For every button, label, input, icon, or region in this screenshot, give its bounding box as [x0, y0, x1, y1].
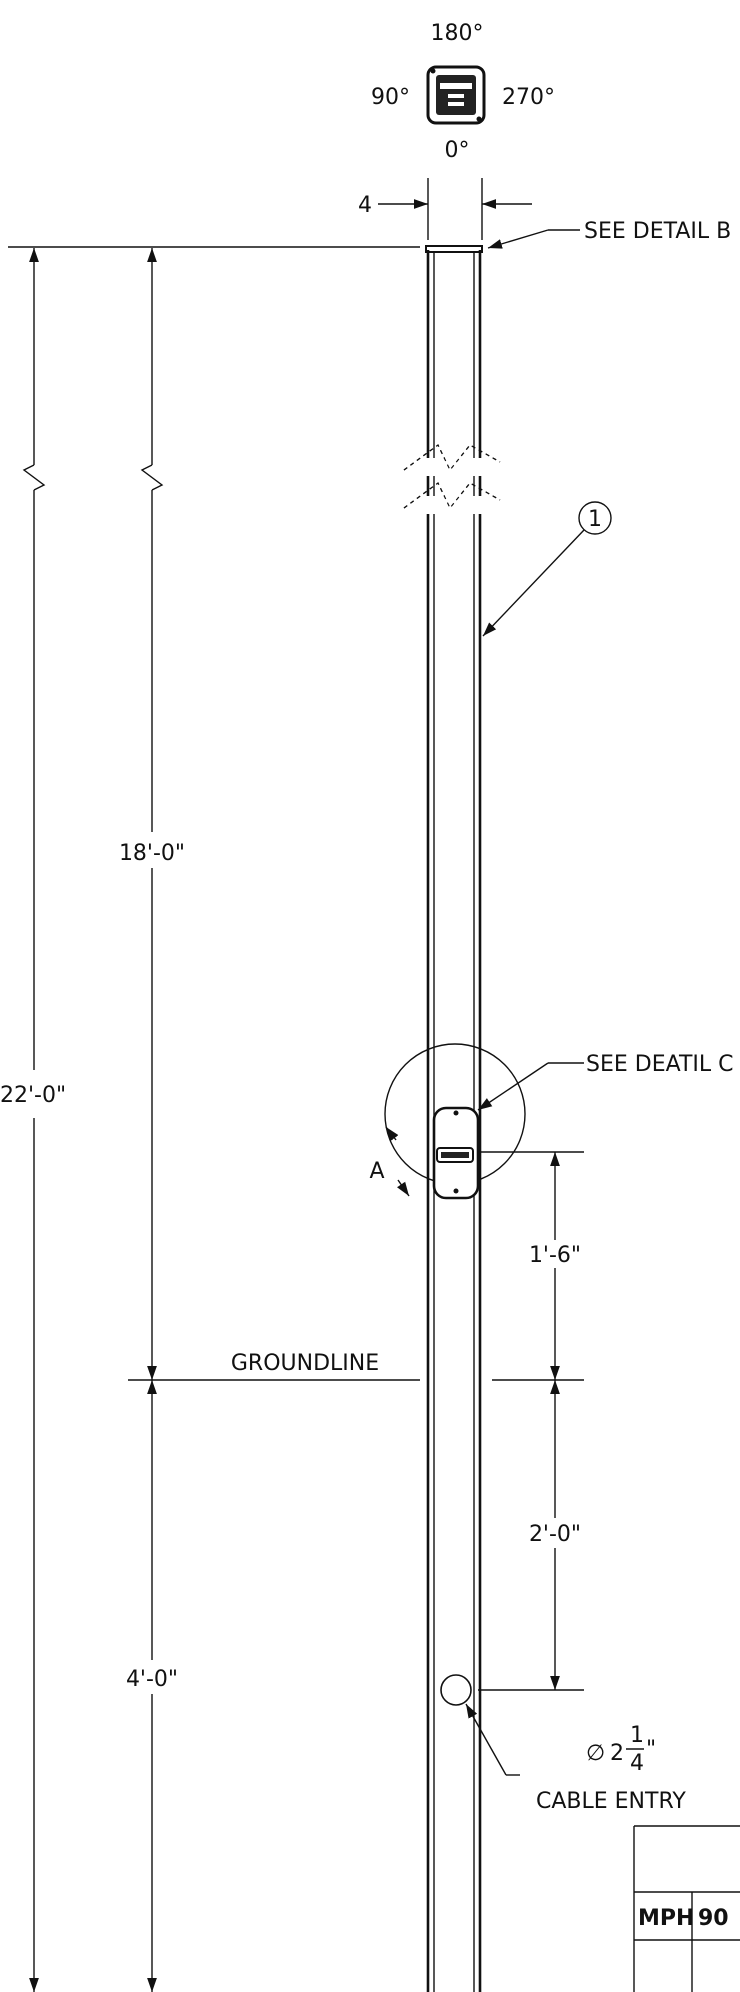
detail-b-label: SEE DETAIL B	[584, 219, 731, 244]
detail-c-label: SEE DEATIL C	[586, 1052, 733, 1077]
entry-depth-dimension: 2'-0"	[478, 1380, 584, 1691]
orientation-0-label: 0°	[445, 138, 470, 163]
overall-dimension: 22'-0"	[0, 248, 66, 1992]
orientation-180-label: 180°	[431, 21, 484, 46]
diameter-denominator: 4	[630, 1751, 644, 1776]
wind-load-table: MPH 90	[633, 1825, 740, 1992]
section-a-marker: A	[369, 1159, 384, 1184]
detail-b-callout: SEE DETAIL B	[487, 219, 731, 249]
groundline-label: GROUNDLINE	[231, 1351, 379, 1376]
above-ground-dimension: 18'-0"	[119, 248, 185, 1380]
diameter-symbol: ∅	[586, 1741, 605, 1766]
orientation-view: 180° 90° 270° 0°	[371, 21, 555, 163]
orientation-270-label: 270°	[502, 85, 555, 110]
above-ground-label: 18'-0"	[119, 841, 185, 866]
diameter-numerator: 1	[630, 1723, 644, 1748]
entry-depth-label: 2'-0"	[529, 1522, 581, 1547]
width-value-label: 4	[358, 193, 372, 218]
below-ground-dimension: 4'-0"	[126, 1380, 178, 1992]
below-ground-label: 4'-0"	[126, 1667, 178, 1692]
orientation-90-label: 90°	[371, 85, 410, 110]
overall-height-label: 22'-0"	[0, 1083, 66, 1108]
diameter-whole: 2	[610, 1741, 624, 1766]
table-header-90: 90	[698, 1906, 729, 1931]
item-number-label: 1	[588, 507, 602, 532]
width-dimension: 4	[358, 178, 532, 240]
table-header-mph: MPH	[638, 1906, 694, 1931]
item-balloon: 1	[482, 501, 612, 637]
cable-entry: ∅ 2 1 4 " CABLE ENTRY	[440, 1674, 686, 1814]
handhole-detail: SEE DEATIL C A	[369, 1043, 733, 1200]
cable-entry-hole	[440, 1674, 472, 1706]
cable-entry-label: CABLE ENTRY	[536, 1789, 686, 1814]
groundline: GROUNDLINE	[128, 1351, 584, 1381]
handhole-top-icon	[426, 65, 486, 125]
detail-height-label: 1'-6"	[529, 1243, 581, 1268]
pole-body	[8, 245, 501, 1992]
detail-height-dimension: 1'-6"	[529, 1152, 581, 1380]
diameter-inch-mark: "	[646, 1737, 656, 1762]
